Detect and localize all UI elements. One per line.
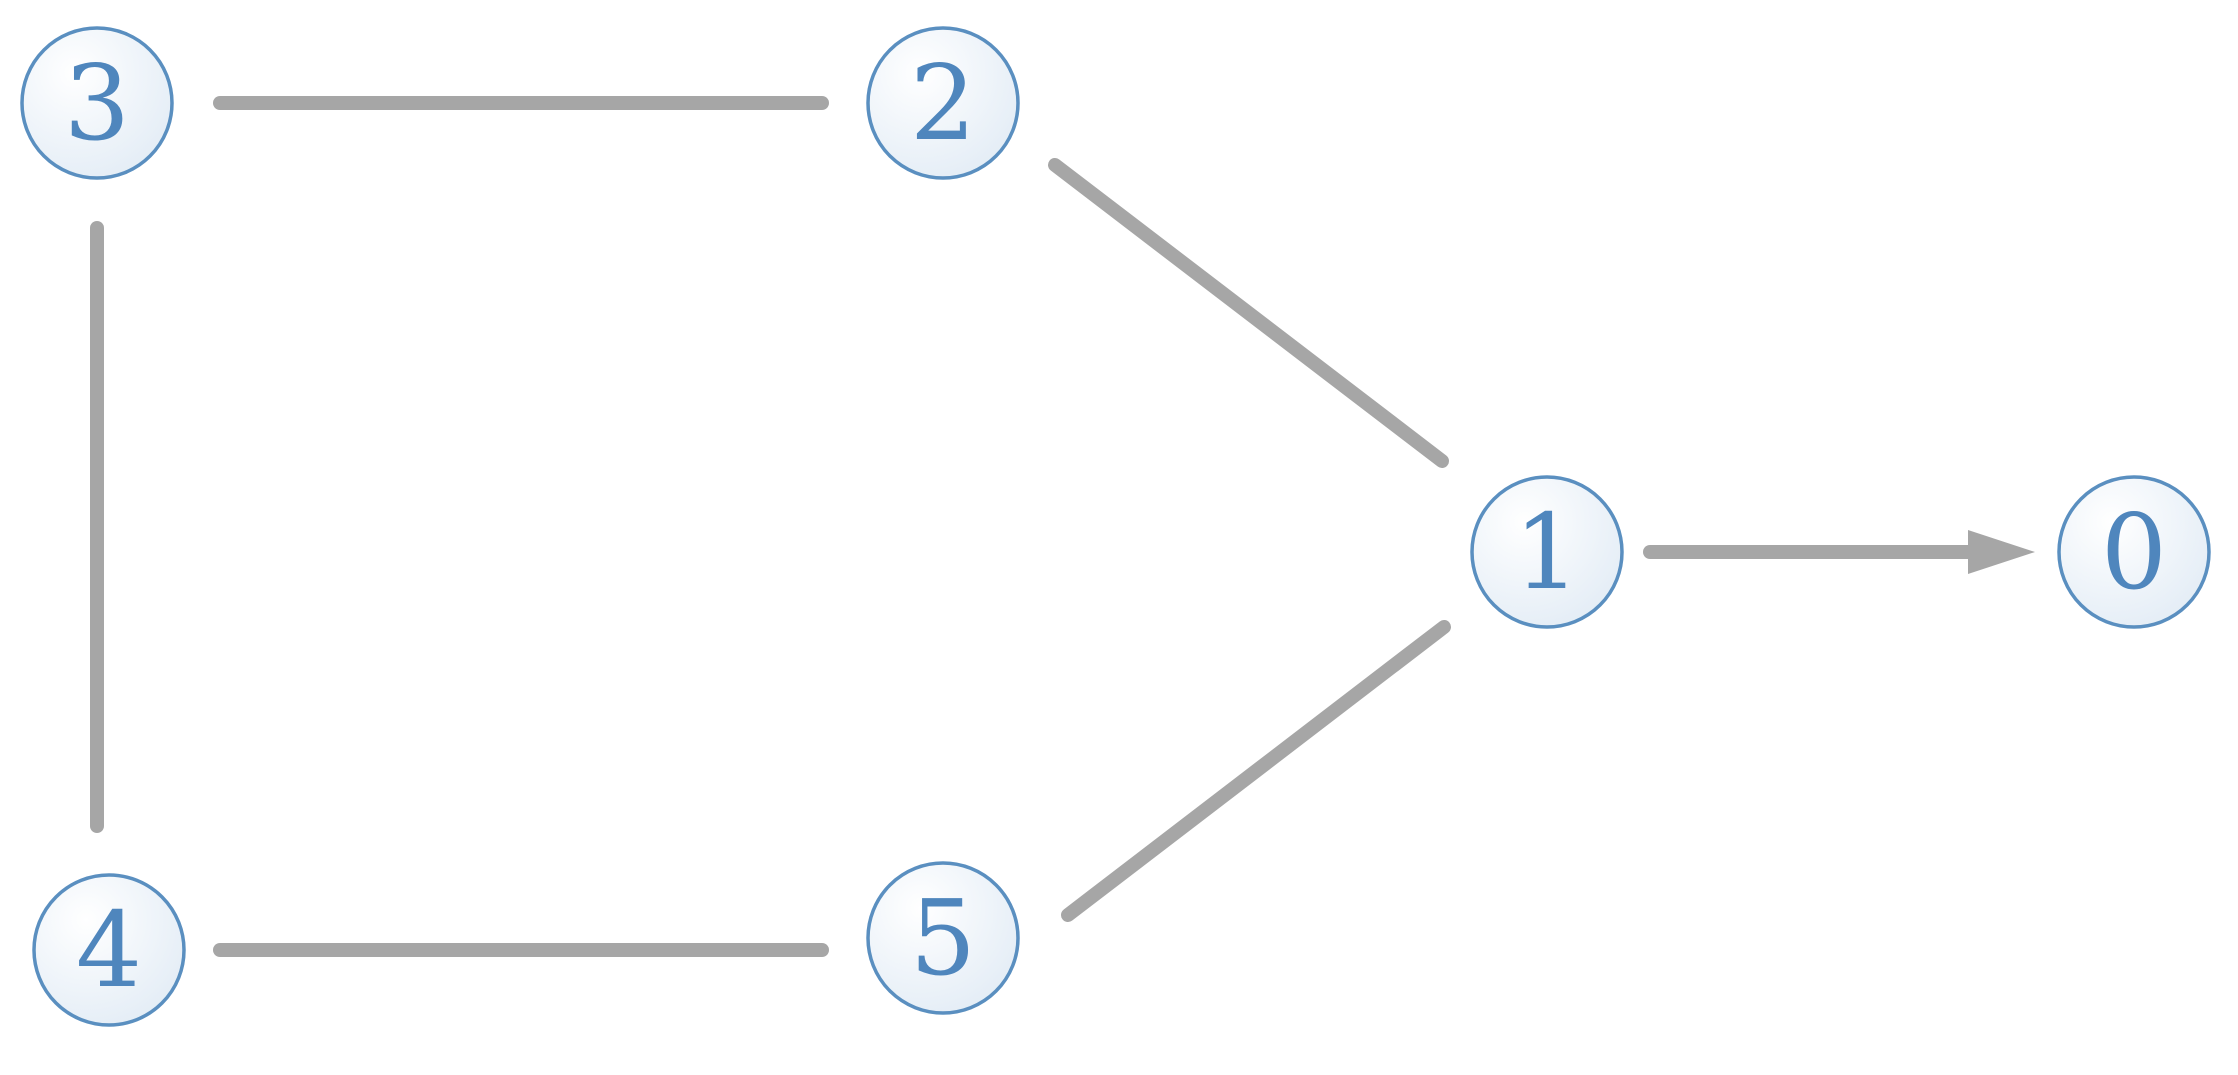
- node-label: 4: [76, 889, 142, 1011]
- node-label: 2: [910, 42, 976, 164]
- arrowhead-icon: [1968, 530, 2035, 574]
- node-circle: [1470, 475, 1624, 629]
- node-label: 5: [910, 877, 976, 999]
- node-label: 1: [1514, 491, 1580, 613]
- node-2: 2: [866, 26, 1020, 180]
- node-circle: [866, 26, 1020, 180]
- node-circle: [32, 873, 186, 1027]
- node-1: 1: [1470, 475, 1624, 629]
- node-circle: [2057, 475, 2211, 629]
- edge-5-1: [1061, 620, 1451, 922]
- edge-2-1: [1048, 158, 1449, 468]
- node-5: 5: [866, 861, 1020, 1015]
- node-4: 4: [32, 873, 186, 1027]
- node-label: 3: [64, 42, 130, 164]
- node-circle: [866, 861, 1020, 1015]
- node-3: 3: [20, 26, 174, 180]
- node-0: 0: [2057, 475, 2211, 629]
- node-label: 0: [2101, 491, 2167, 613]
- edges: [90, 96, 2035, 957]
- node-circle: [20, 26, 174, 180]
